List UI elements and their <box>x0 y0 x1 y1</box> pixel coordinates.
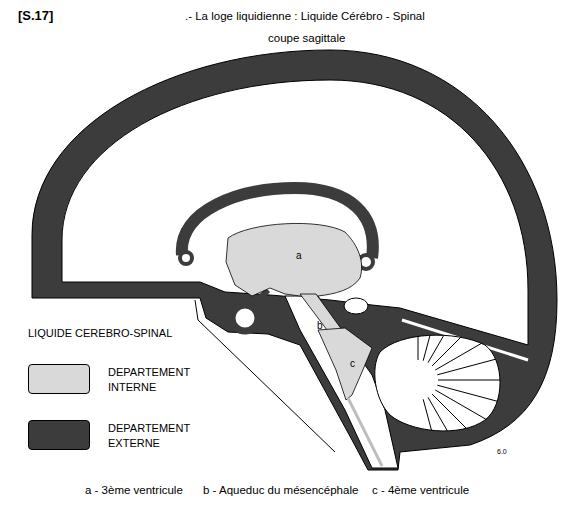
pituitary <box>232 305 258 331</box>
cerebellum <box>375 335 500 431</box>
key-entry: b - Aqueduc du mésencéphale <box>203 484 358 497</box>
central-canal <box>348 398 382 466</box>
legend-text: DEPARTEMENT INTERNE <box>108 365 203 395</box>
part-letter: b <box>317 320 323 332</box>
author-mark: 6.0 <box>497 448 507 456</box>
part-letter: c <box>350 358 355 370</box>
cistern-curl <box>180 252 192 264</box>
slide-number: [S.17] <box>18 9 53 24</box>
cerebellar-folia <box>418 290 508 467</box>
third-ventricle <box>226 223 362 296</box>
diagram-title: .- La loge liquidienne : Liquide Cérébro… <box>185 10 425 23</box>
legend-swatch <box>28 364 90 394</box>
key-entry: c - 4ème ventricule <box>372 484 469 497</box>
aqueduct <box>300 294 342 334</box>
fourth-ventricle <box>318 328 372 400</box>
legend-text: DEPARTEMENT EXTERNE <box>108 421 203 451</box>
external-compartment <box>32 50 557 470</box>
key-entry: a - 3ème ventricule <box>85 484 183 497</box>
subtitle: coupe sagittale <box>268 32 345 45</box>
quadrigeminal-plate <box>344 298 368 314</box>
part-letter: a <box>296 250 302 262</box>
legend-swatch <box>28 420 90 450</box>
legend-heading: LIQUIDE CEREBRO-SPINAL <box>28 327 172 340</box>
